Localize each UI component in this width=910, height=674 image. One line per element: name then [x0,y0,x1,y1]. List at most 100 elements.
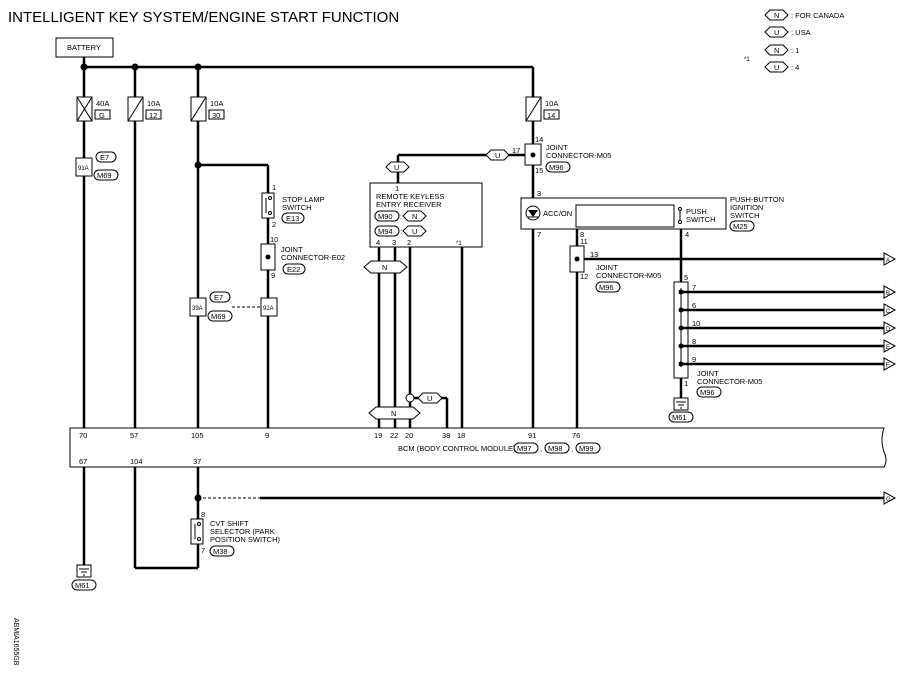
svg-text:2: 2 [272,220,276,229]
svg-text:12: 12 [580,272,588,281]
svg-text::: : [400,212,402,221]
connector-m69-label: M69 [97,171,112,180]
battery-bus [80,57,535,97]
svg-text:5: 5 [684,273,688,282]
svg-text:3: 3 [392,238,396,247]
svg-text:E22: E22 [287,265,300,274]
svg-text:SWITCH: SWITCH [686,215,716,224]
svg-text:G: G [886,497,891,503]
svg-text:M38: M38 [213,547,228,556]
joint-connector-m05-mid: 11 13 12 JOINT CONNECTOR-M05 M96 [569,237,661,293]
svg-text:M96: M96 [599,283,614,292]
svg-text:8: 8 [580,230,584,239]
svg-text:40A: 40A [96,99,109,108]
svg-text:*1: *1 [456,241,462,247]
svg-text:4: 4 [376,238,380,247]
ground-left: M61 [71,564,97,591]
svg-text:10: 10 [270,235,278,244]
connector-e7-label-2: E7 [214,293,223,302]
svg-text:M61: M61 [75,581,90,590]
diagram-title: INTELLIGENT KEY SYSTEM/ENGINE START FUNC… [8,9,399,26]
svg-text:A: A [886,258,890,264]
arrow-c: C [883,303,897,317]
connector-39a [189,297,207,317]
wire-pin-104 [133,467,200,570]
svg-text:REMOTE KEYLESS: REMOTE KEYLESS [376,192,444,201]
n-band-bot-text: N [391,409,396,418]
svg-text:17: 17 [512,146,520,155]
svg-text:JOINT: JOINT [697,369,719,378]
svg-text:1: 1 [272,183,276,192]
svg-text:,: , [571,444,573,453]
svg-text:PUSH-BUTTON: PUSH-BUTTON [730,195,784,204]
svg-text:N: N [412,212,417,221]
svg-text:20: 20 [405,431,413,440]
svg-text:D: D [886,327,891,333]
svg-text:6: 6 [692,301,696,310]
svg-text:4: 4 [685,230,689,239]
cvt-shift-selector: 8 7 CVT SHIFT SELECTOR (PARK POSITION SW… [190,510,281,557]
svg-text:M94: M94 [378,227,393,236]
svg-text:G: G [99,111,105,120]
svg-text:M61: M61 [672,413,687,422]
connector-e7-tag [95,151,117,163]
n-band-bot [368,406,421,420]
svg-text:PUSH: PUSH [686,207,707,216]
svg-text:38: 38 [442,431,450,440]
svg-text:M96: M96 [549,163,564,172]
svg-text:7: 7 [201,546,205,555]
svg-text:STOP LAMP: STOP LAMP [282,195,325,204]
svg-text:8: 8 [692,337,696,346]
push-button-ignition-switch: 3 ACC/ON PUSH SWITCH 7 8 4 PUSH-BUTTON I… [520,189,784,239]
legend-text: : 1 [791,46,799,55]
svg-text:M96: M96 [700,388,715,397]
legend-tag: U [774,28,779,37]
rke-wires [377,247,464,428]
svg-text:30: 30 [212,111,220,120]
connector-m69-tag-2 [207,310,233,322]
side-code: ABMIA1655GB [12,618,19,666]
svg-text:10A: 10A [545,99,558,108]
svg-text:57: 57 [130,431,138,440]
svg-text:7: 7 [692,283,696,292]
svg-text:9: 9 [265,431,269,440]
arrow-e: E [883,339,897,353]
svg-text:M97: M97 [517,444,532,453]
svg-text:14: 14 [547,111,555,120]
fuse-40a: 40A G [76,96,111,122]
legend-star: *1 [744,57,750,63]
svg-text:11: 11 [580,237,588,246]
connector-91a-pin: 91A [78,166,89,172]
battery-label: BATTERY [67,43,101,52]
wire-pin-105 [194,121,270,428]
svg-text:ACC/ON: ACC/ON [543,209,572,218]
svg-text:F: F [886,363,890,369]
stop-lamp-switch: 1 2 STOP LAMP SWITCH E13 [261,183,325,229]
svg-text:,: , [540,444,542,453]
n-band-top-text: N [382,263,387,272]
connector-39a-pin: 39A [192,306,203,312]
svg-text:CONNECTOR-M05: CONNECTOR-M05 [596,271,661,280]
svg-text:37: 37 [193,457,201,466]
arrow-f: F [883,357,897,371]
tag-u-top [485,149,510,161]
tag-u-bot-text: U [427,394,432,403]
svg-text:CONNECTOR-M05: CONNECTOR-M05 [697,377,762,386]
svg-text:91: 91 [528,431,536,440]
legend-tag: U [774,63,779,72]
joint-connector-e02: 10 9 JOINT CONNECTOR-E02 E22 [260,235,345,280]
svg-text:19: 19 [374,431,382,440]
svg-text:18: 18 [457,431,465,440]
svg-text::: : [400,227,402,236]
legend-text: : FOR CANADA [791,11,844,20]
svg-text:10A: 10A [210,99,223,108]
fuse-10a-30: 10A 30 [190,96,225,122]
tag-u-top-text: U [495,151,500,160]
arrow-b: B [883,285,897,299]
svg-text:M90: M90 [378,212,393,221]
svg-text:ENTRY RECEIVER: ENTRY RECEIVER [376,200,442,209]
connector-e7-label: E7 [100,153,109,162]
svg-text:13: 13 [590,250,598,259]
svg-text:3: 3 [537,189,541,198]
